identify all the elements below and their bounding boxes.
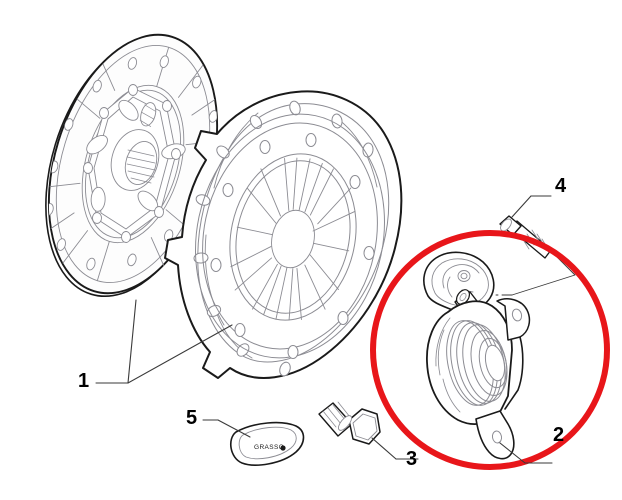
callout-number-4: 4 <box>555 175 567 197</box>
part-slave-cylinder <box>423 251 531 460</box>
callout-number-3: 3 <box>406 448 418 470</box>
diaphragm-spring <box>230 157 356 321</box>
highlight-circle <box>370 230 610 470</box>
leader-line-3 <box>371 437 419 460</box>
callout-number-2: 2 <box>553 424 565 446</box>
callout-number-1: 1 <box>78 370 90 392</box>
leader-line-4 <box>511 195 552 218</box>
part-grease-sachet: GRASSO <box>229 421 305 466</box>
part-hex-bolt <box>318 401 381 445</box>
leader-line-5 <box>202 419 251 438</box>
part-pressure-plate <box>164 90 403 379</box>
leader-line-2 <box>499 442 553 464</box>
clutch-disc-hub <box>83 84 186 243</box>
callout-number-5: 5 <box>186 407 198 429</box>
leader-line-1 <box>95 299 233 384</box>
grease-packet-text: GRASSO <box>254 444 284 451</box>
